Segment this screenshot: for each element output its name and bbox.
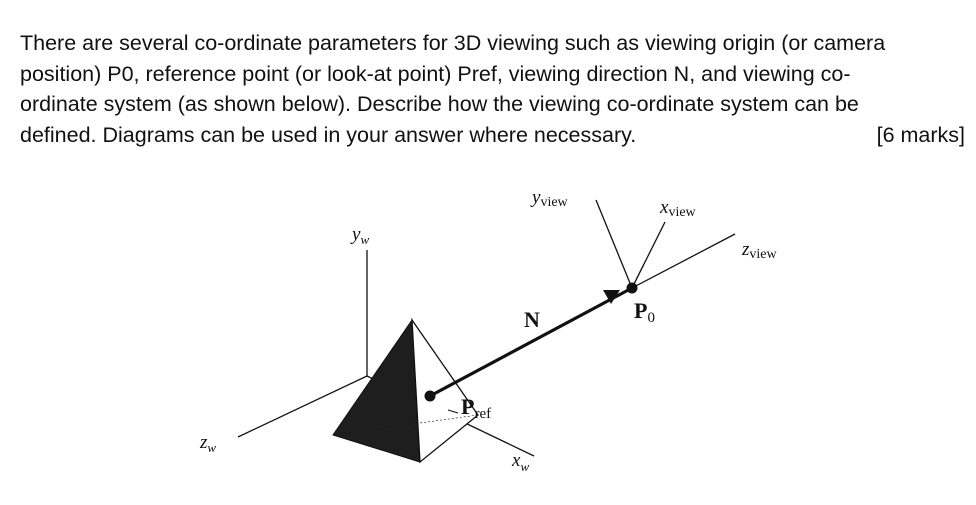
question-line-4-text: defined. Diagrams can be used in your an… <box>20 122 637 147</box>
question-line-4: defined. Diagrams can be used in your an… <box>20 120 965 151</box>
question-line-1: There are several co-ordinate parameters… <box>20 31 886 55</box>
label-y-view-sub: view <box>540 195 568 210</box>
n-direction-arrowhead <box>603 290 620 304</box>
label-x-view: xview <box>659 197 697 220</box>
pref-leader-line <box>447 409 459 414</box>
label-z-view-sub: view <box>749 247 777 262</box>
pref-point <box>424 390 436 402</box>
z-view-axis <box>631 233 736 289</box>
label-y-view-main: y <box>530 187 541 208</box>
label-z-view-main: z <box>741 239 750 260</box>
p0-point <box>626 282 638 294</box>
question-line-3: ordinate system (as shown below). Descri… <box>20 92 859 116</box>
label-x-w-main: x <box>511 450 521 471</box>
label-p0: P0 <box>634 298 655 326</box>
y-view-axis <box>595 199 633 289</box>
label-n: N <box>524 307 540 332</box>
label-y-w-main: y <box>350 224 361 245</box>
question-line-2: position) P0, reference point (or look-a… <box>20 61 851 86</box>
label-p0-sub: 0 <box>647 310 655 326</box>
label-pref: Pref <box>461 394 491 422</box>
label-z-view: zview <box>741 239 778 262</box>
pyramid-dark-face <box>332 318 421 463</box>
label-y-w-sub: w <box>360 232 369 247</box>
label-y-w: yw <box>350 224 369 247</box>
pyramid-hidden-edge <box>332 414 479 436</box>
label-x-w-sub: w <box>520 459 529 474</box>
pyramid-light-face <box>411 317 479 464</box>
label-z-w-sub: w <box>207 440 216 455</box>
label-z-w-main: z <box>199 432 208 453</box>
label-p0-main: P <box>634 298 647 323</box>
label-y-view: yview <box>530 187 569 210</box>
marks-label: [6 marks] <box>876 122 965 147</box>
world-z-axis <box>237 375 368 438</box>
label-x-view-sub: view <box>668 205 696 220</box>
label-pref-main: P <box>461 394 474 419</box>
label-x-view-main: x <box>659 197 669 218</box>
x-view-axis <box>631 221 666 289</box>
label-z-w: zw <box>199 432 216 455</box>
question-text: There are several co-ordinate parameters… <box>20 28 965 150</box>
label-x-w: xw <box>511 450 529 474</box>
label-pref-sub: ref <box>474 406 491 422</box>
view-direction-line <box>429 286 633 398</box>
